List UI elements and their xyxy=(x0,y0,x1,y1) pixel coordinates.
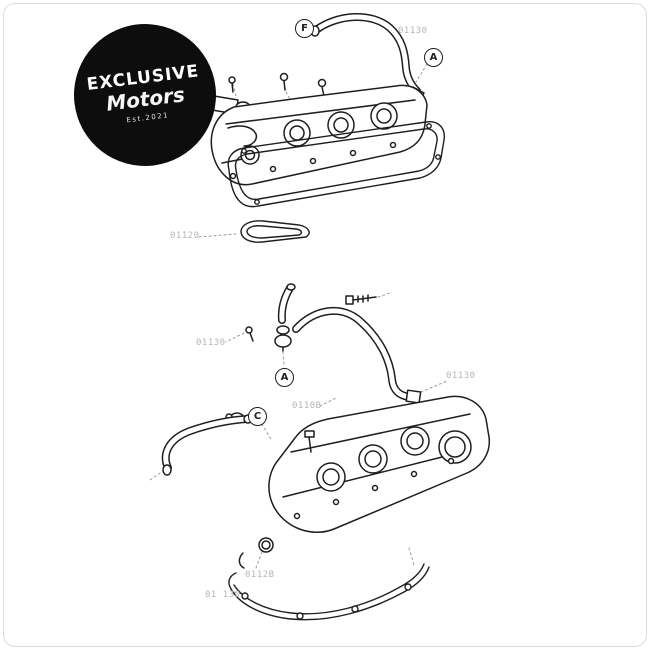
breather-tube-front xyxy=(292,306,422,404)
part-number-label: 01 130 xyxy=(205,590,241,600)
callout-letter: A xyxy=(429,52,438,63)
half-moon-seal xyxy=(240,220,310,243)
callout-F: F xyxy=(295,19,314,38)
spark-plug-seal xyxy=(238,537,274,569)
brand-tagline: Est.2021 xyxy=(126,111,170,125)
pcv-valve-hose xyxy=(274,283,296,352)
bolt-icon-mid xyxy=(345,294,377,305)
valve-cover-rear xyxy=(210,84,428,186)
callout-letter: C xyxy=(253,411,262,422)
bolt-icon-front xyxy=(304,430,315,453)
valve-cover-front xyxy=(268,395,491,534)
part-number-label: 01130 xyxy=(446,371,476,381)
bolt-icons-rear xyxy=(228,72,327,97)
callout-A-top: A xyxy=(424,48,443,67)
part-number-label: 01130 xyxy=(196,338,226,348)
part-number-label: 0110B xyxy=(292,401,322,411)
gasket-front xyxy=(228,563,430,621)
part-number-label: 01130 xyxy=(398,26,428,36)
callout-letter: F xyxy=(301,23,308,34)
callout-letter: A xyxy=(280,372,289,383)
callout-C: C xyxy=(248,407,267,426)
part-number-label: 0112B xyxy=(245,570,275,580)
gasket-rear xyxy=(227,121,445,208)
bolt-icon-left xyxy=(245,326,254,342)
pcv-hose-front xyxy=(161,414,253,476)
callout-A-mid: A xyxy=(275,368,294,387)
part-number-label: 01120 xyxy=(170,231,200,241)
